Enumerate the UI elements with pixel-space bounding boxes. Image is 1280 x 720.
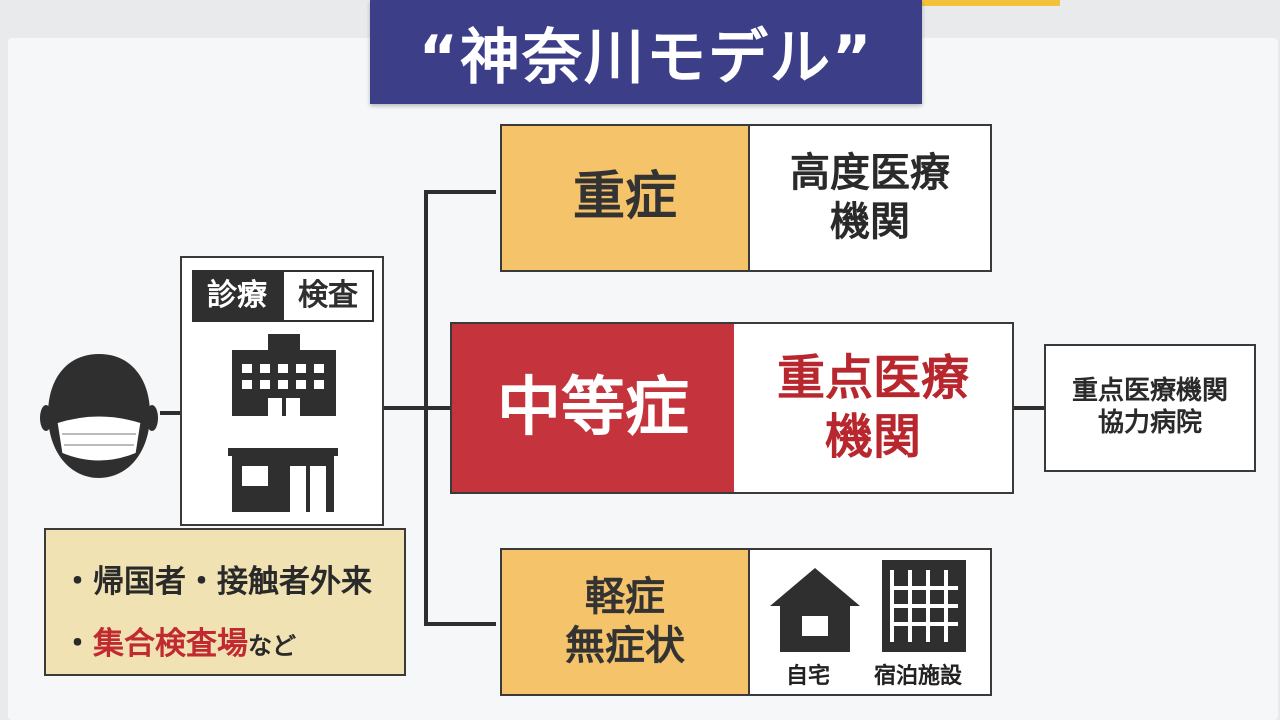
tab-testing: 検査 (282, 270, 374, 322)
moderate-row: 中等症 重点医療 機関 (450, 322, 1014, 494)
note-text: 帰国者・接触者外来 (93, 564, 372, 600)
notes-box: ・帰国者・接触者外来 ・集合検査場など (44, 528, 406, 676)
note-text-highlight: 集合検査場 (93, 626, 248, 662)
severe-label: 重症 (502, 126, 750, 270)
house-icon (770, 568, 860, 652)
hotel-building-icon (882, 560, 966, 652)
connector-line (424, 622, 496, 626)
severe-row: 重症 高度医療 機関 (500, 124, 992, 272)
mild-label: 軽症 無症状 (502, 550, 750, 694)
bullet: ・ (62, 626, 93, 662)
mild-row: 軽症 無症状 自宅 宿泊施設 (500, 548, 992, 696)
moderate-label: 中等症 (452, 324, 734, 492)
page-title: “神奈川モデル” (370, 0, 922, 104)
note-item: ・帰国者・接触者外来 (62, 556, 372, 601)
note-item: ・集合検査場など (62, 618, 296, 663)
top-accent-strip (920, 0, 1060, 6)
connector-line (384, 406, 428, 410)
connector-line (160, 411, 180, 415)
hotel-caption: 宿泊施設 (874, 664, 963, 689)
home-caption: 自宅 (786, 664, 831, 689)
partner-hospital-box: 重点医療機関 協力病院 (1044, 344, 1256, 472)
moderate-facility: 重点医療 機関 (776, 350, 969, 465)
connector-line (424, 190, 496, 194)
note-suffix: など (248, 632, 296, 660)
person-with-mask-icon (40, 354, 158, 478)
hospital-building-icon (232, 334, 336, 416)
connector-line (424, 406, 450, 410)
clinic-icon (228, 448, 338, 512)
connector-line (1014, 406, 1044, 410)
tab-diagnosis: 診療 (192, 270, 282, 322)
bullet: ・ (62, 564, 93, 600)
entry-panel: 診療 検査 (180, 256, 384, 526)
severe-facility: 高度医療 機関 (790, 150, 950, 245)
